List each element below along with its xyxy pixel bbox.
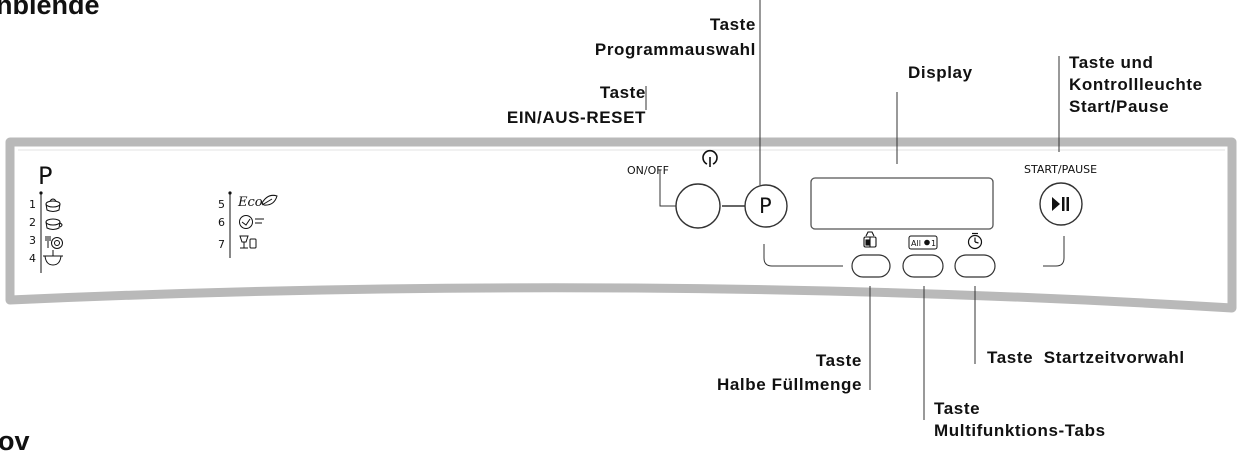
callout-programmauswahl-line1: Taste: [709, 15, 756, 34]
callout-ein-aus-line1: Taste: [599, 83, 646, 102]
program-number-4: 4: [29, 252, 36, 265]
play-pause-icon: [1052, 197, 1069, 211]
delay-start-button: [954, 254, 996, 278]
svg-text:1: 1: [931, 239, 936, 248]
program-5-eco-leaf-icon: [261, 194, 278, 206]
callout-multifunktions-tabs: Taste Multifunktions-Tabs: [934, 398, 1106, 442]
callout-display-line1: Display: [908, 63, 973, 82]
half-load-button: [851, 254, 891, 278]
program-1-pot-icon: [45, 198, 61, 212]
display-screen: [810, 177, 994, 230]
start-pause-label: START/PAUSE: [1024, 163, 1098, 176]
program-number-1: 1: [29, 198, 36, 211]
program-2-cup-icon: [45, 218, 63, 230]
eco-label: Eco: [238, 195, 263, 210]
callout-start-pause-line2: Kontrollleuchte: [1069, 75, 1203, 94]
callout-start-pause: Taste und Kontrollleuchte Start/Pause: [1069, 52, 1203, 118]
callout-multi-line1: Taste: [934, 399, 981, 418]
half-load-icon: [863, 231, 877, 248]
program-3-plate-icon: [45, 236, 63, 249]
callout-halbe-line2: Halbe Füllmenge: [716, 375, 862, 394]
multi-tabs-icon: All 1: [908, 235, 938, 250]
delay-timer-icon: [967, 232, 983, 250]
callout-startzeit-line1: Taste Startzeitvorwahl: [987, 348, 1185, 367]
program-number-2: 2: [29, 216, 36, 229]
program-number-5: 5: [218, 198, 225, 211]
callout-multi-line2: Multifunktions-Tabs: [934, 421, 1106, 440]
multi-tabs-button: [902, 254, 944, 278]
callout-halbe-line1: Taste: [815, 351, 862, 370]
program-button-label: P: [759, 194, 772, 218]
callout-ein-aus: Taste EIN/AUS-RESET: [507, 82, 646, 129]
start-pause-button: [1039, 182, 1083, 226]
callout-start-pause-line3: Start/Pause: [1069, 97, 1170, 116]
panel-drawing: All 1: [5, 0, 1237, 420]
program-6-quick-icon: [239, 215, 264, 229]
program-number-6: 6: [218, 216, 225, 229]
power-icon: [702, 149, 718, 167]
svg-text:All: All: [911, 239, 921, 248]
callout-programmauswahl: Taste Programmauswahl: [595, 14, 756, 61]
callout-ein-aus-line2: EIN/AUS-RESET: [506, 108, 646, 127]
callout-start-pause-line1: Taste und: [1069, 53, 1154, 72]
callout-halbe-fuellmenge: Taste Halbe Füllmenge: [717, 350, 862, 396]
section-heading-top: nblende: [0, 0, 100, 20]
callout-startzeitvorwahl: Taste Startzeitvorwahl: [987, 347, 1185, 369]
callout-display: Display: [908, 62, 973, 84]
on-off-label: ON/OFF: [627, 164, 669, 177]
callout-programmauswahl-line2: Programmauswahl: [594, 40, 756, 59]
program-7-glass-icon: [239, 235, 257, 249]
program-4-bowl-icon: [43, 250, 63, 266]
program-number-3: 3: [29, 234, 36, 247]
on-off-button: [675, 183, 721, 229]
program-letter: P: [38, 162, 53, 190]
program-number-7: 7: [218, 238, 225, 251]
